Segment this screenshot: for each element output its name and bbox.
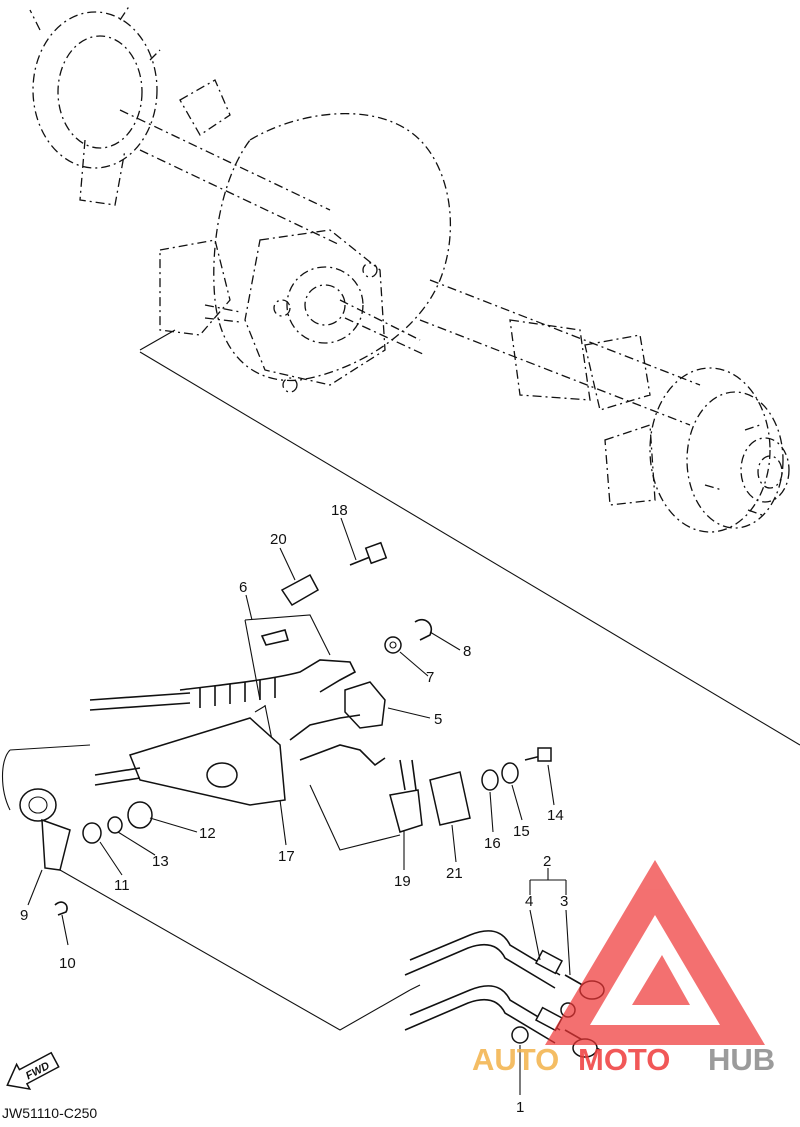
callout-3: 3 <box>560 893 568 910</box>
callout-8: 8 <box>463 643 471 660</box>
callout-20: 20 <box>270 531 287 548</box>
fwd-label: FWD <box>24 1060 52 1082</box>
callout-1: 1 <box>516 1099 524 1116</box>
callout-6: 6 <box>239 579 247 596</box>
watermark-text: AUTO MOTO HUB <box>472 1042 775 1077</box>
rear-axle-assembly <box>30 5 789 532</box>
fwd-arrow: FWD <box>1 1047 62 1097</box>
callout-16: 16 <box>484 835 501 852</box>
callout-11: 11 <box>114 877 130 894</box>
watermark-auto: AUTO <box>472 1042 559 1077</box>
watermark-hub: HUB <box>708 1042 775 1077</box>
watermark-moto: MOTO <box>578 1042 670 1077</box>
callout-5: 5 <box>434 711 442 728</box>
callout-18: 18 <box>331 502 348 519</box>
callout-7: 7 <box>426 669 434 686</box>
watermark-logo <box>545 860 765 1045</box>
callout-10: 10 <box>59 955 76 972</box>
callout-15: 15 <box>513 823 530 840</box>
callout-leaders <box>28 518 570 1095</box>
callout-13: 13 <box>152 853 169 870</box>
callout-21: 21 <box>446 865 463 882</box>
callout-19: 19 <box>394 873 411 890</box>
callout-14: 14 <box>547 807 564 824</box>
callout-12: 12 <box>199 825 216 842</box>
callout-9: 9 <box>20 907 28 924</box>
part-code: JW51110-C250 <box>2 1105 97 1121</box>
callout-4: 4 <box>525 893 533 910</box>
callout-2: 2 <box>543 853 551 870</box>
callout-17: 17 <box>278 848 295 865</box>
